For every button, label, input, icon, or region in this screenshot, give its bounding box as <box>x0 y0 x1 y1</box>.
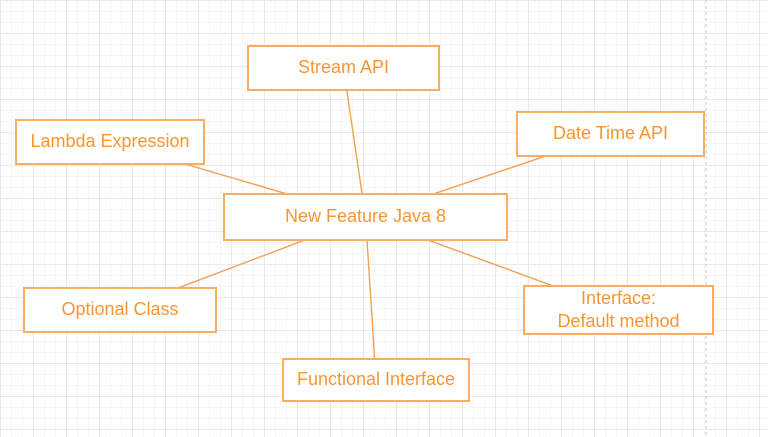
node-optional-class[interactable]: Optional Class <box>23 287 217 333</box>
node-lambda-expression[interactable]: Lambda Expression <box>15 119 205 165</box>
node-interface-default-method[interactable]: Interface: Default method <box>523 285 714 335</box>
node-label: Interface: Default method <box>557 287 680 331</box>
node-label: Functional Interface <box>296 369 456 390</box>
edge-line[interactable] <box>364 216 377 381</box>
node-stream-api[interactable]: Stream API <box>247 45 440 91</box>
node-label: New Feature Java 8 <box>284 206 447 227</box>
node-new-feature-java-8[interactable]: New Feature Java 8 <box>223 193 508 241</box>
node-label: Stream API <box>297 57 390 78</box>
node-date-time-api[interactable]: Date Time API <box>516 111 705 157</box>
node-label: Lambda Expression <box>30 131 190 152</box>
node-label: Date Time API <box>552 123 669 144</box>
node-functional-interface[interactable]: Functional Interface <box>282 358 470 402</box>
node-label: Optional Class <box>61 299 179 320</box>
